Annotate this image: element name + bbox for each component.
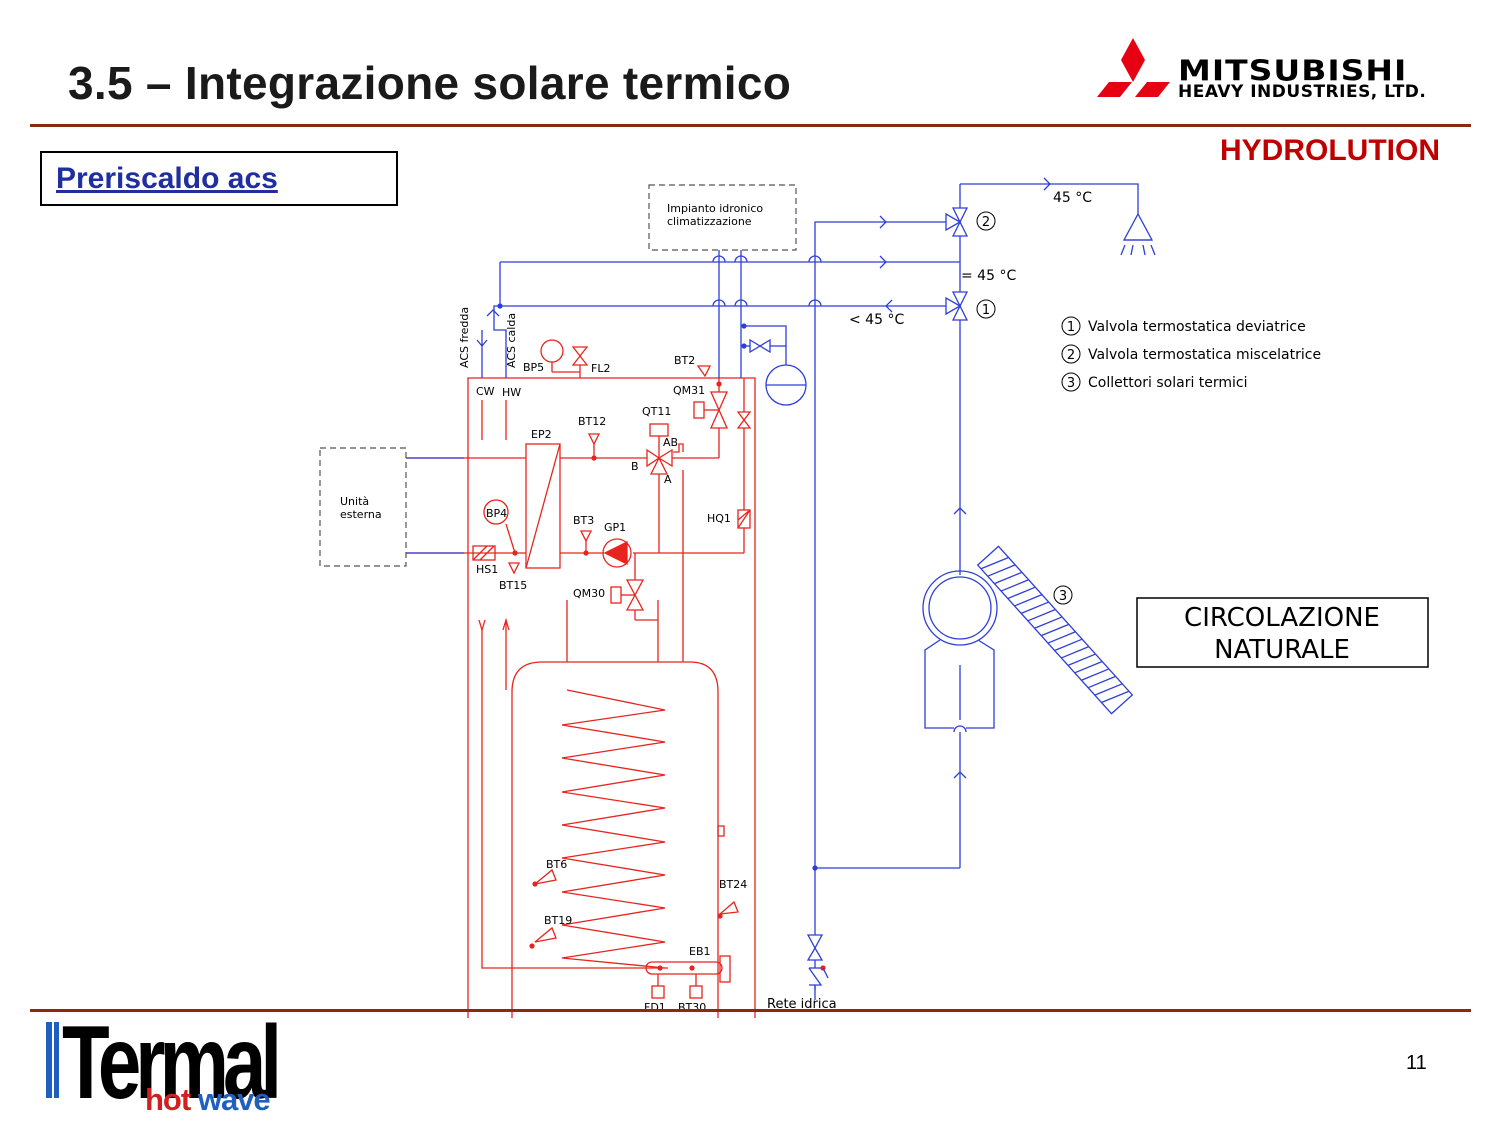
bt12-label: BT12 xyxy=(578,415,606,428)
termal-hot: hot xyxy=(145,1082,191,1117)
ab-label: AB xyxy=(663,436,678,449)
legend-2-num: 2 xyxy=(1067,348,1075,363)
bp5-label: BP5 xyxy=(523,361,544,374)
dashed-boxes xyxy=(319,184,797,567)
bt19-label: BT19 xyxy=(544,914,572,927)
a-label: A xyxy=(664,473,672,486)
qm31-label: QM31 xyxy=(673,384,705,397)
temp-equal-label: = 45 °C xyxy=(961,268,1016,284)
hq1-label: HQ1 xyxy=(707,512,731,525)
qt11-label: QT11 xyxy=(642,405,671,418)
bt15-label: BT15 xyxy=(499,579,527,592)
hs1-label: HS1 xyxy=(476,563,498,576)
bt24-label: BT24 xyxy=(719,878,747,891)
header-rule xyxy=(30,124,1471,127)
hw-label: HW xyxy=(502,386,521,399)
acs-calda-label: ACS calda xyxy=(505,313,518,368)
bt30-label: BT30 xyxy=(678,1001,706,1014)
bt6-label: BT6 xyxy=(546,858,567,871)
junction-dots-red xyxy=(512,381,826,971)
legend-2-text: Valvola termostatica miscelatrice xyxy=(1088,347,1321,363)
termal-stripes-icon xyxy=(46,1022,59,1098)
heat-pump-circuit xyxy=(406,339,756,1018)
legend-3-marker xyxy=(1061,372,1081,392)
b-label: B xyxy=(631,460,639,473)
mitsubishi-subline: HEAVY INDUSTRIES, LTD. xyxy=(1178,82,1427,102)
termal-wordmark: Termal xyxy=(62,1005,282,1121)
legend-1-text: Valvola termostatica deviatrice xyxy=(1088,319,1306,335)
subtitle: Preriscaldo acs xyxy=(56,162,278,195)
collector-3-label: 3 xyxy=(1059,589,1067,604)
legend-3-text: Collettori solari termici xyxy=(1088,375,1248,391)
valve-1-marker xyxy=(976,299,996,319)
legend-1-num: 1 xyxy=(1067,320,1075,335)
collector-3-marker xyxy=(1053,585,1073,605)
hydronic-box xyxy=(648,184,797,251)
termal-wave: wave xyxy=(197,1082,271,1117)
legend-3-num: 3 xyxy=(1067,376,1075,391)
bt3-label: BT3 xyxy=(573,514,594,527)
qm30-label: QM30 xyxy=(573,587,605,600)
acs-fredda-label: ACS fredda xyxy=(458,307,471,368)
brand-label: HYDROLUTION xyxy=(1220,134,1440,167)
external-unit-box xyxy=(319,447,407,567)
gp1-label: GP1 xyxy=(604,521,626,534)
ep2-label: EP2 xyxy=(531,428,552,441)
solar-circuit xyxy=(406,177,1156,1000)
valve-1-label: 1 xyxy=(982,303,990,318)
cw-label: CW xyxy=(476,385,495,398)
temp-less-label: < 45 °C xyxy=(849,312,904,328)
fd1-label: FD1 xyxy=(644,1001,666,1014)
collector-hatching xyxy=(980,556,1130,704)
bp4-label: BP4 xyxy=(486,507,507,520)
mitsubishi-wordmark: MITSUBISHI xyxy=(1178,54,1408,88)
legend-1-marker xyxy=(1061,316,1081,336)
mains-label: Rete idrica xyxy=(767,997,837,1012)
footer-rule xyxy=(30,1009,1471,1012)
junction-dots-blue xyxy=(497,303,818,871)
page-number: 11 xyxy=(1406,1052,1427,1074)
temp-shower-label: 45 °C xyxy=(1053,190,1092,206)
eb1-label: EB1 xyxy=(689,945,711,958)
valve-2-marker xyxy=(976,211,996,231)
slide-title: 3.5 – Integrazione solare termico xyxy=(68,57,792,109)
natural-circulation-box xyxy=(1136,597,1429,668)
fl2-label: FL2 xyxy=(591,362,610,375)
legend-2-marker xyxy=(1061,344,1081,364)
subtitle-box: Preriscaldo acs xyxy=(40,151,398,206)
valve-2-label: 2 xyxy=(982,215,990,230)
bt2-label: BT2 xyxy=(674,354,695,367)
termal-tagline: hot wave xyxy=(145,1082,271,1118)
